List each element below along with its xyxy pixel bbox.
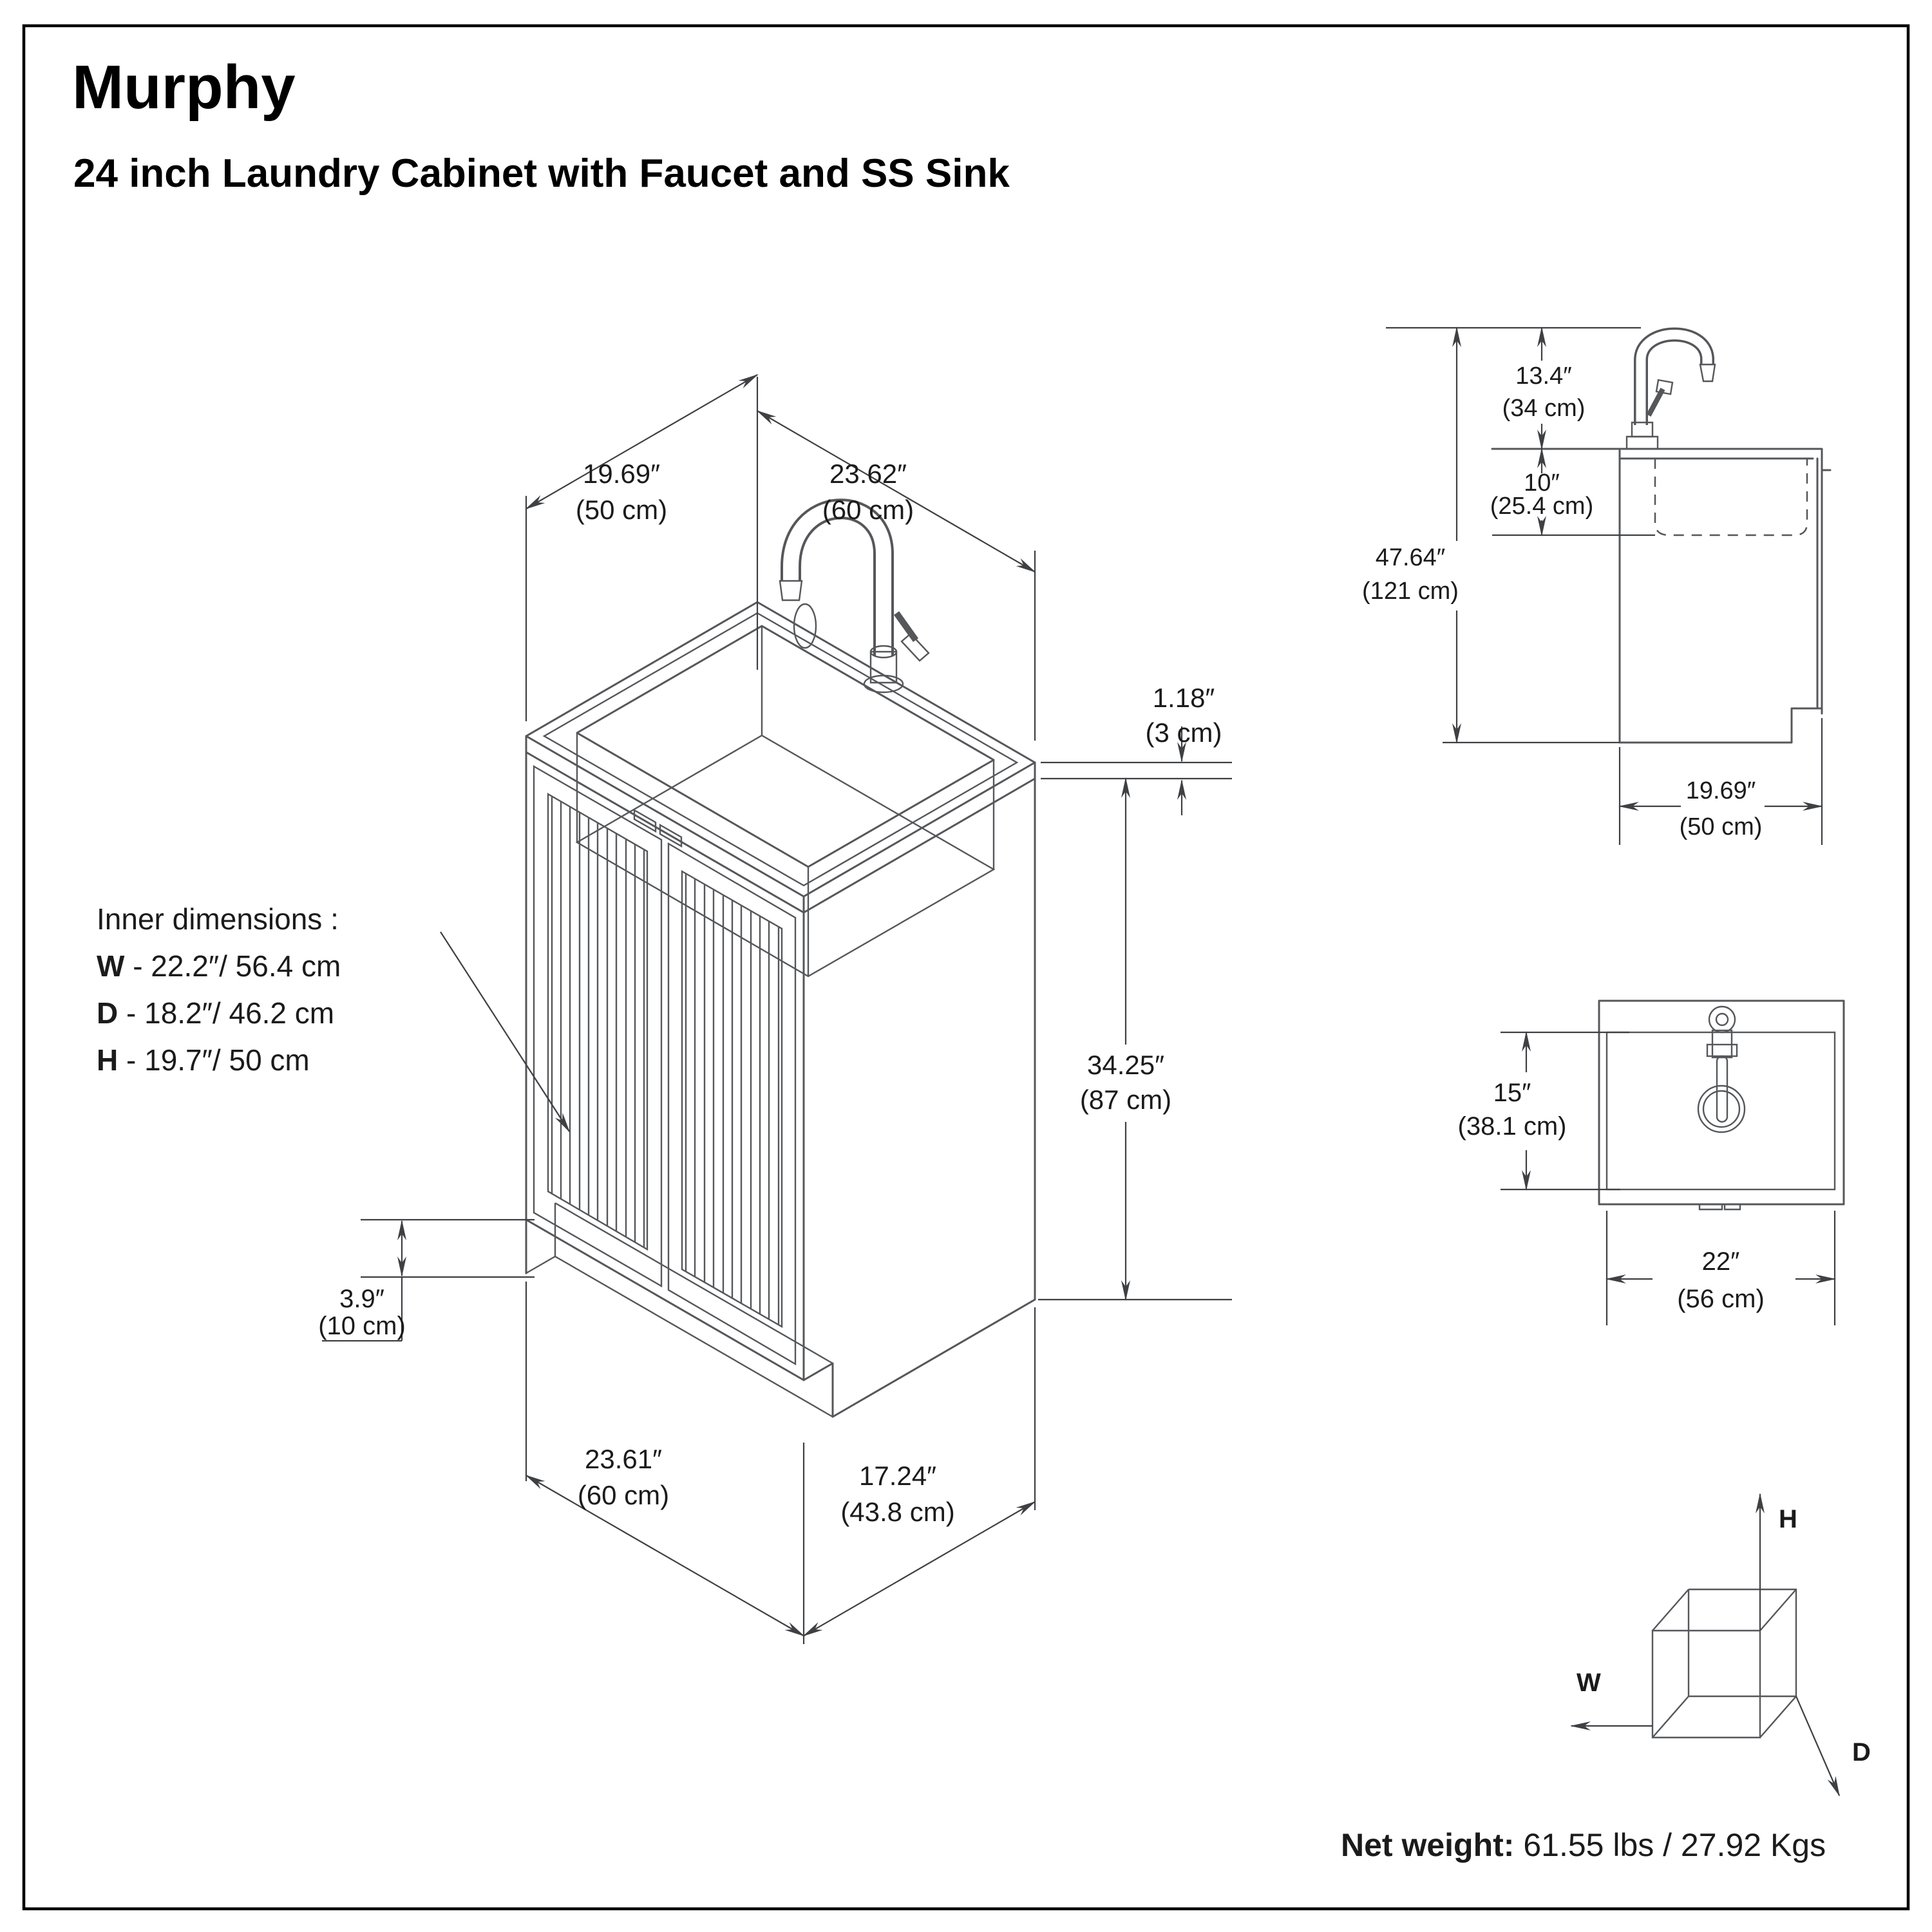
dim-depth-bottom-cm: (43.8 cm): [840, 1497, 954, 1527]
inner-dims-height: H - 19.7″/ 50 cm: [97, 1043, 310, 1077]
axis-d-label: D: [1852, 1738, 1871, 1766]
inner-dims-depth: D - 18.2″/ 46.2 cm: [97, 996, 334, 1030]
axis-h-label: H: [1779, 1505, 1797, 1533]
dim-depth-bottom-in: 17.24″: [859, 1461, 936, 1491]
side-faucet-icon: [1625, 327, 1716, 450]
top-faucet-icon: [1697, 1005, 1746, 1133]
dim-body-cm: (87 cm): [1080, 1084, 1171, 1115]
dim-topview-depth-cm: (38.1 cm): [1458, 1112, 1567, 1141]
dim-faucet-height-in: 13.4″: [1515, 363, 1571, 390]
dim-topview-depth-in: 15″: [1493, 1079, 1531, 1107]
inner-dims-width: W - 22.2″/ 56.4 cm: [97, 949, 341, 983]
net-weight-value: 61.55 lbs / 27.92 Kgs: [1514, 1827, 1826, 1863]
title-brand: Murphy: [72, 53, 296, 122]
dim-side-depth-in: 19.69″: [1686, 777, 1756, 804]
dim-faucet-height-cm: (34 cm): [1502, 395, 1586, 422]
dim-total-height-cm: (121 cm): [1362, 578, 1459, 605]
dim-topview-width-in: 22″: [1702, 1247, 1740, 1276]
dim-kick-cm: (10 cm): [318, 1312, 406, 1340]
dim-width-top-in: 23.62″: [829, 459, 907, 489]
dim-rim-in: 1.18″: [1153, 683, 1215, 713]
door-handles: [633, 808, 683, 848]
net-weight-label: Net weight:: [1341, 1827, 1514, 1863]
right-door-slats: [685, 873, 780, 1325]
dim-sink-depth-cm: (25.4 cm): [1490, 493, 1593, 520]
net-weight: Net weight: 61.55 lbs / 27.92 Kgs: [1341, 1827, 1826, 1863]
left-door-slats: [551, 796, 645, 1247]
dim-width-bottom-cm: (60 cm): [578, 1480, 669, 1510]
top-view-drawing: 15″ (38.1 cm) 22″ (56 cm): [1458, 999, 1845, 1325]
dim-width-bottom-in: 23.61″: [585, 1444, 662, 1474]
dim-width-top-cm: (60 cm): [822, 495, 914, 525]
dim-depth-top-in: 19.69″: [583, 459, 660, 489]
axis-w-label: W: [1577, 1669, 1601, 1697]
axis-indicator: H W D: [1570, 1493, 1871, 1797]
dim-depth-top-cm: (50 cm): [576, 495, 667, 525]
inner-dimensions-note: Inner dimensions : W - 22.2″/ 56.4 cm D …: [97, 902, 571, 1133]
dim-total-height-in: 47.64″: [1376, 544, 1446, 571]
side-view-drawing: 47.64″ (121 cm) 13.4″ (34 cm) 10″ (25.4 …: [1362, 327, 1832, 845]
faucet-icon: [779, 498, 930, 694]
dim-rim-cm: (3 cm): [1146, 717, 1222, 748]
title-block: Murphy 24 inch Laundry Cabinet with Fauc…: [72, 53, 1010, 196]
dim-side-depth-cm: (50 cm): [1680, 813, 1763, 840]
page-border: [22, 24, 1910, 1911]
dim-body-in: 34.25″: [1087, 1050, 1164, 1080]
title-product: 24 inch Laundry Cabinet with Faucet and …: [73, 151, 1010, 196]
dim-topview-width-cm: (56 cm): [1677, 1285, 1765, 1313]
dim-sink-depth-in: 10″: [1524, 469, 1560, 497]
isometric-cabinet-drawing: 19.69″ (50 cm) 23.62″ (60 cm) 1.18″ (3 c…: [97, 374, 1232, 1644]
dim-kick-in: 3.9″: [339, 1285, 384, 1313]
inner-dims-heading: Inner dimensions :: [97, 902, 339, 936]
